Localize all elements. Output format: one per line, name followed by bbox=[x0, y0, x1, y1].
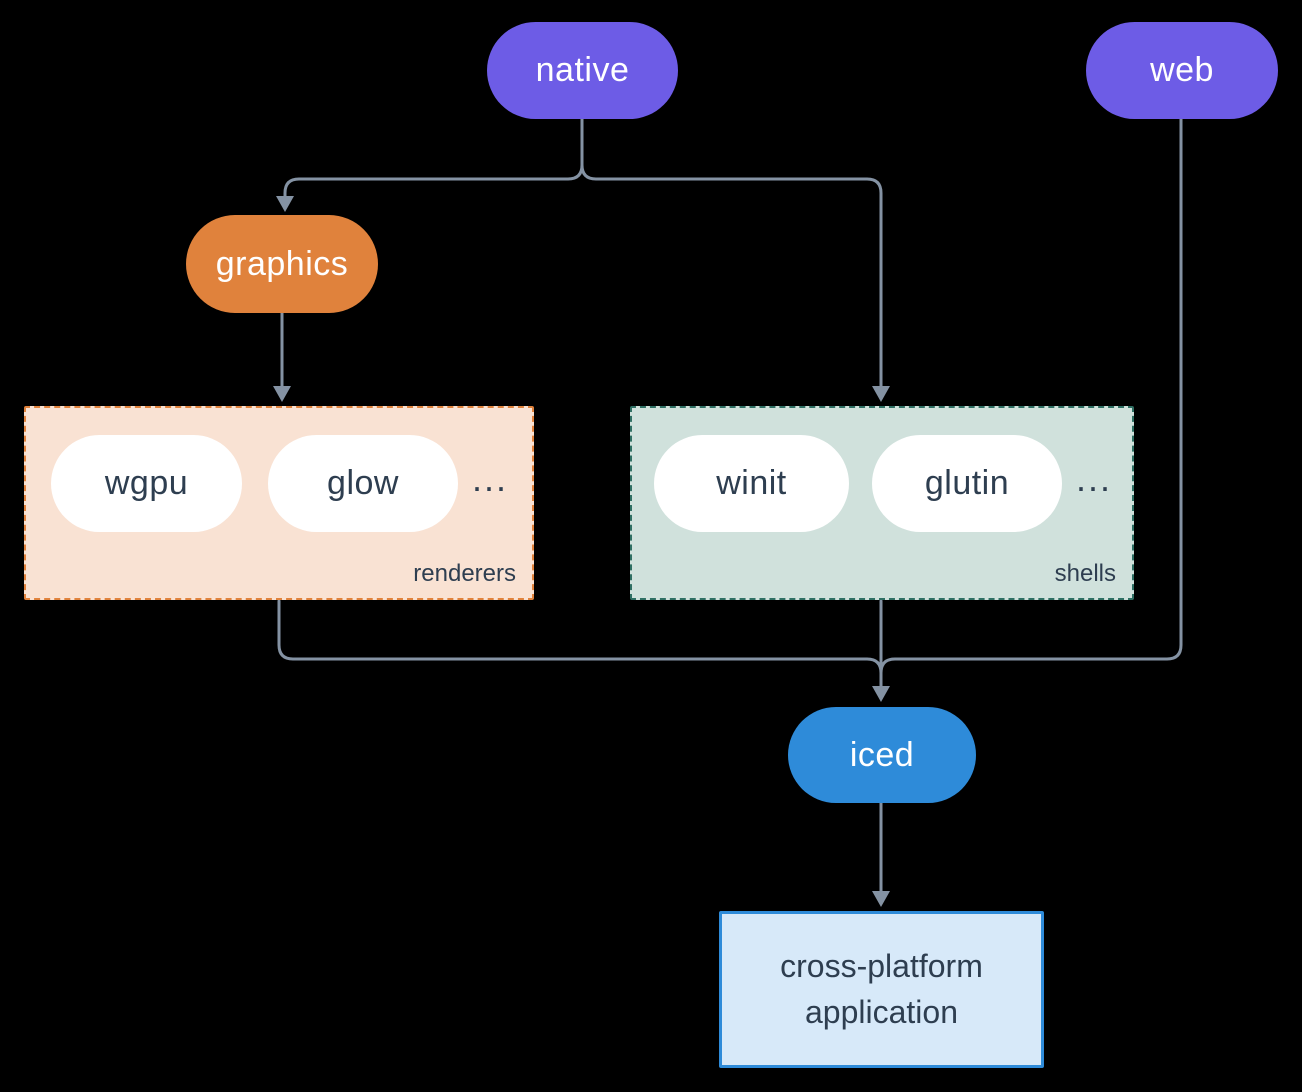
group-shells: winit glutin ... shells bbox=[630, 406, 1134, 600]
arrowhead-application bbox=[872, 891, 890, 907]
node-graphics: graphics bbox=[186, 215, 378, 313]
node-winit: winit bbox=[654, 435, 849, 532]
node-application: cross-platform application bbox=[719, 911, 1044, 1068]
node-glutin: glutin bbox=[872, 435, 1062, 532]
arrowhead-shells bbox=[872, 386, 890, 402]
arrowhead-renderers bbox=[273, 386, 291, 402]
node-application-line2: application bbox=[805, 993, 958, 1030]
shells-ellipsis: ... bbox=[1075, 458, 1112, 499]
node-web: web bbox=[1086, 22, 1278, 119]
node-glow: glow bbox=[268, 435, 458, 532]
edge-renderers-iced bbox=[277, 599, 883, 675]
edge-native-graphics bbox=[283, 113, 584, 199]
node-iced-label: iced bbox=[849, 735, 915, 774]
group-shells-label: shells bbox=[1054, 560, 1116, 587]
arrowhead-iced bbox=[872, 686, 890, 702]
group-renderers-label: renderers bbox=[413, 560, 516, 587]
arrowhead-graphics bbox=[276, 196, 294, 212]
node-native: native bbox=[487, 22, 678, 119]
node-glow-label: glow bbox=[327, 464, 399, 502]
node-application-line1: cross-platform bbox=[780, 948, 983, 985]
node-web-label: web bbox=[1150, 51, 1214, 89]
node-wgpu: wgpu bbox=[51, 435, 242, 532]
node-native-label: native bbox=[535, 51, 630, 89]
edge-native-shells bbox=[580, 113, 883, 389]
renderers-ellipsis: ... bbox=[471, 458, 508, 499]
node-wgpu-label: wgpu bbox=[104, 464, 189, 502]
node-glutin-label: glutin bbox=[924, 464, 1010, 502]
node-winit-label: winit bbox=[716, 464, 787, 502]
node-graphics-label: graphics bbox=[215, 244, 349, 283]
group-renderers: wgpu glow ... renderers bbox=[24, 406, 534, 600]
node-iced: iced bbox=[788, 707, 976, 803]
